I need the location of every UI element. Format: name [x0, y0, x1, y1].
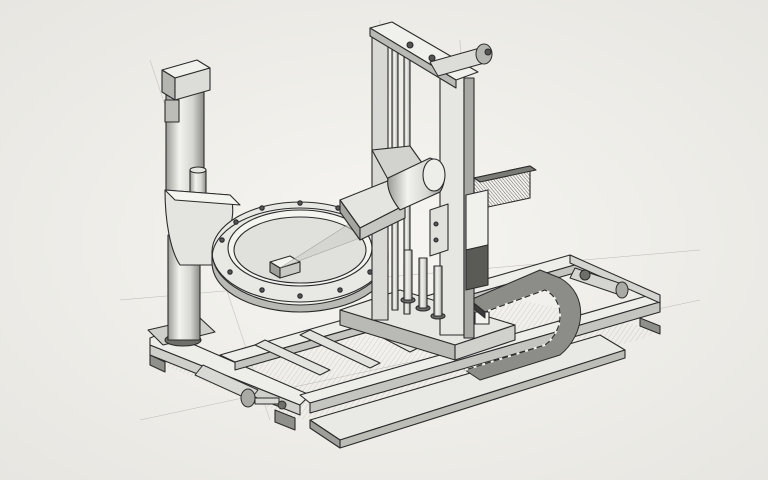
right-actuator — [569, 267, 629, 299]
top-motor — [429, 43, 493, 77]
vertical-tower — [369, 21, 479, 339]
lower-actuator — [194, 364, 287, 410]
side-controller — [465, 165, 537, 291]
sensor-head — [339, 145, 449, 257]
bottom-plank — [309, 334, 626, 449]
